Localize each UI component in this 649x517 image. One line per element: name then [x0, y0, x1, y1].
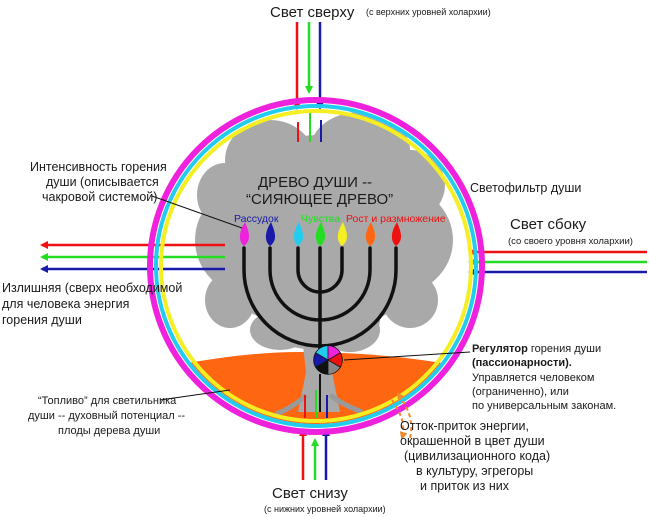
bottom-light-title: Свет снизу — [272, 485, 348, 502]
outflow-line-5: и приток из них — [420, 479, 510, 493]
ring-magenta — [147, 97, 485, 435]
regulator-rest: горения души — [528, 343, 601, 355]
regulator-bold: Регулятор — [472, 343, 528, 355]
excess-line-3: горения души — [2, 313, 82, 327]
intensity-line-3: чакровой системой) — [42, 190, 157, 204]
regulator-line-2: (пассионарности). — [472, 357, 572, 369]
flame-blue — [265, 222, 276, 246]
intensity-line-2: души (описывается — [46, 175, 159, 189]
outflow-line-2: окрашенной в цвет души — [400, 434, 545, 448]
regulator-line-3: Управляется человеком — [472, 372, 594, 384]
top-light-subtitle: (с верхних уровней холархии) — [366, 7, 491, 17]
fuel-line-1: “Топливо” для светильника — [38, 395, 177, 407]
excess-line-2: для человека энергия — [2, 297, 129, 311]
intensity-line-1: Интенсивность горения — [30, 160, 167, 174]
tree-title-line-2: “СИЯЮЩЕЕ ДРЕВО” — [246, 191, 393, 208]
outflow-arrow-in — [396, 392, 413, 439]
fuel-line-2: души -- духовный потенциал -- — [28, 410, 185, 422]
excess-line-1: Излишняя (сверх необходимой — [2, 281, 182, 295]
ring-yellow — [159, 109, 473, 423]
ring-cyan — [154, 104, 478, 428]
regulator-wheel — [313, 345, 343, 412]
menorah-arm-2 — [268, 246, 372, 322]
right-side-arrows — [468, 248, 647, 276]
flames — [239, 222, 402, 246]
regulator-line-5: по универсальным законам. — [472, 400, 616, 412]
flame-label-feeling: Чувства — [301, 213, 340, 225]
top-light-arrows — [293, 22, 324, 142]
filter-label: Светофильтр души — [470, 181, 581, 195]
left-excess-arrows — [40, 241, 225, 273]
outflow-line-4: в культуру, эгрегоры — [416, 464, 533, 478]
regulator-title: Регулятор горения души — [472, 343, 601, 355]
menorah-arm-3 — [242, 246, 398, 348]
soul-filter-ring — [147, 97, 485, 435]
top-light-title: Свет сверху — [270, 4, 355, 21]
side-light-title: Свет сбоку — [510, 216, 587, 233]
regulator-leader — [343, 351, 471, 361]
flame-yellow — [337, 222, 348, 246]
flame-orange — [365, 222, 376, 246]
menorah — [242, 246, 398, 360]
bottom-light-subtitle: (с нижних уровней холархии) — [264, 504, 386, 514]
tree-title-line-1: ДРЕВО ДУШИ -- — [258, 174, 372, 191]
menorah-arm-1 — [296, 246, 344, 294]
flame-label-reason: Рассудок — [234, 213, 279, 225]
fuel-line-3: плоды дерева души — [58, 425, 160, 437]
flame-red — [391, 222, 402, 246]
outflow-line-3: (цивилизационного кода) — [404, 449, 550, 463]
flame-magenta — [239, 222, 250, 246]
outflow-arrow-out — [391, 399, 408, 440]
fuel-leader — [159, 389, 231, 401]
tree-roots — [275, 392, 363, 417]
bottom-light-arrows — [299, 390, 330, 480]
flame-cyan — [293, 222, 304, 246]
leader-lines — [151, 195, 471, 401]
flame-label-growth: Рост и размножение — [346, 213, 446, 225]
regulator-line-4: (ограниченно), или — [472, 386, 569, 398]
outflow-arrows — [391, 392, 413, 440]
outflow-line-1: Отток-приток энергии, — [400, 419, 529, 433]
flame-green — [315, 222, 326, 246]
intensity-leader — [151, 195, 243, 229]
side-light-subtitle: (со своего уровня холархии) — [508, 236, 633, 247]
